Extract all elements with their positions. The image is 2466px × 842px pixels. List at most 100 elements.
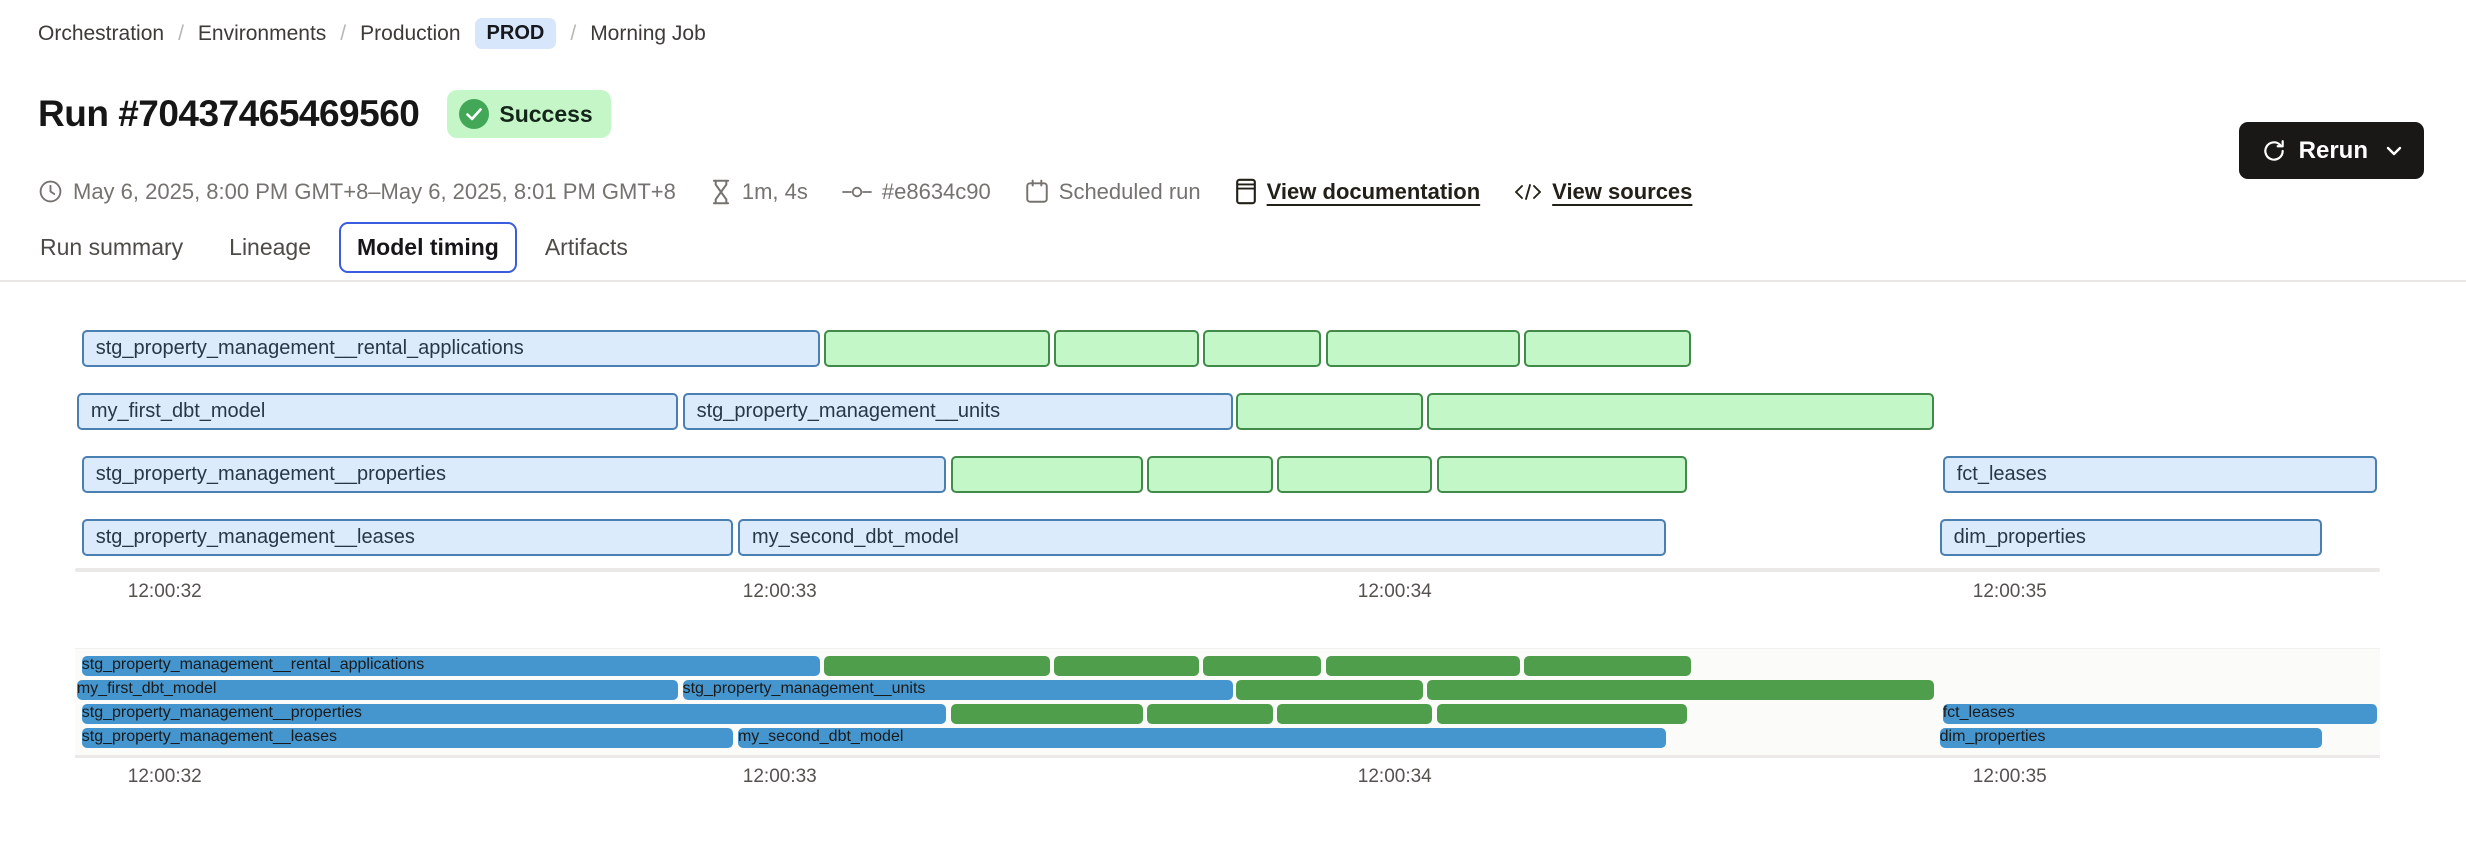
gantt-bar-label: dim_properties [1939, 728, 2046, 745]
breadcrumb-environments[interactable]: Environments [197, 21, 327, 45]
gantt-bar-test[interactable] [1523, 330, 1691, 367]
gantt-bar-label: dim_properties [1953, 526, 2086, 548]
axis-tick-label: 12:00:34 [1357, 766, 1432, 787]
breadcrumb-separator: / [178, 21, 184, 45]
axis-tick-label: 12:00:33 [742, 766, 817, 787]
minimap-bar-test[interactable] [1523, 656, 1691, 676]
minimap-bar-model[interactable]: stg_property_management__units [682, 680, 1234, 700]
run-trigger: Scheduled run [1025, 179, 1201, 205]
run-time-range-text: May 6, 2025, 8:00 PM GMT+8–May 6, 2025, … [73, 178, 676, 204]
minimap-rows: stg_property_management__rental_applicat… [75, 656, 2380, 748]
axis-tick-label: 12:00:35 [1972, 581, 2047, 602]
gantt-axis-line [75, 568, 2380, 572]
run-commit-text: #e8634c90 [881, 178, 991, 204]
view-documentation-link[interactable]: View documentation [1266, 178, 1481, 204]
axis-tick-label: 12:00:33 [742, 581, 817, 602]
breadcrumb-production[interactable]: Production [360, 21, 461, 45]
minimap-bar-test[interactable] [824, 656, 1050, 676]
gantt-bar-model[interactable]: stg_property_management__units [682, 393, 1234, 430]
minimap-bar-test[interactable] [1202, 656, 1321, 676]
run-meta-row: May 6, 2025, 8:00 PM GMT+8–May 6, 2025, … [38, 178, 1692, 205]
gantt-bar-label: stg_property_management__properties [81, 704, 362, 721]
success-check-icon [459, 99, 490, 129]
gantt-bar-model[interactable]: stg_property_management__rental_applicat… [81, 330, 820, 367]
minimap-bar-test[interactable] [1426, 680, 1934, 700]
minimap-bar-model[interactable]: stg_property_management__leases [81, 728, 734, 748]
title-row: Run #70437465469560 Success [38, 90, 611, 138]
gantt-bar-label: stg_property_management__units [682, 680, 926, 697]
clock-icon [38, 179, 63, 204]
axis-tick-label: 12:00:32 [127, 766, 202, 787]
chevron-down-icon[interactable] [2386, 146, 2402, 156]
minimap-bar-model[interactable]: my_first_dbt_model [76, 680, 678, 700]
gantt-bar-test[interactable] [950, 456, 1143, 493]
minimap-bar-model[interactable]: fct_leases [1942, 704, 2377, 724]
gantt-bar-test[interactable] [1325, 330, 1520, 367]
gantt-bar-model[interactable]: stg_property_management__properties [81, 456, 946, 493]
view-sources-link[interactable]: View sources [1552, 178, 1693, 204]
status-badge: Success [447, 90, 611, 138]
code-icon [1514, 182, 1542, 202]
breadcrumb-morning-job[interactable]: Morning Job [590, 21, 706, 45]
minimap-bar-model[interactable]: my_second_dbt_model [737, 728, 1666, 748]
gantt-bar-label: stg_property_management__rental_applicat… [95, 337, 524, 359]
gantt-bar-label: my_second_dbt_model [737, 728, 904, 745]
run-commit: #e8634c90 [841, 178, 991, 205]
gantt-bar-label: fct_leases [1942, 704, 2015, 721]
minimap-bar-model[interactable]: stg_property_management__rental_applicat… [81, 656, 820, 676]
gantt-minimap-brush[interactable]: stg_property_management__rental_applicat… [75, 648, 2380, 758]
tab-artifacts[interactable]: Artifacts [544, 234, 628, 260]
minimap-bar-test[interactable] [1054, 656, 1199, 676]
model-timing-gantt: stg_property_management__rental_applicat… [75, 330, 2380, 556]
minimap-bar-test[interactable] [1436, 704, 1687, 724]
gantt-bar-test[interactable] [1276, 456, 1432, 493]
gantt-bar-model[interactable]: my_second_dbt_model [737, 519, 1666, 556]
gantt-bar-model[interactable]: fct_leases [1942, 456, 2377, 493]
tab-lineage[interactable]: Lineage [229, 234, 312, 260]
gantt-bar-label: stg_property_management__rental_applicat… [81, 656, 425, 673]
documentation-icon [1235, 178, 1257, 205]
minimap-bar-model[interactable]: dim_properties [1939, 728, 2322, 748]
gantt-bar-model[interactable]: my_first_dbt_model [76, 393, 678, 430]
axis-tick-label: 12:00:34 [1357, 581, 1432, 602]
rerun-button[interactable]: Rerun [2238, 122, 2424, 179]
run-duration-text: 1m, 4s [741, 178, 808, 204]
breadcrumb-orchestration[interactable]: Orchestration [38, 21, 165, 45]
minimap-time-axis: 12:00:32 12:00:33 12:00:34 12:00:35 [75, 766, 2380, 792]
gantt-bar-label: stg_property_management__units [696, 400, 1001, 422]
gantt-bar-test[interactable] [1436, 456, 1687, 493]
gantt-time-axis: 12:00:32 12:00:33 12:00:34 12:00:35 [75, 581, 2380, 607]
gantt-bar-model[interactable]: dim_properties [1939, 519, 2322, 556]
minimap-bar-test[interactable] [1146, 704, 1274, 724]
axis-tick-label: 12:00:35 [1972, 766, 2047, 787]
environment-badge: PROD [474, 18, 557, 49]
gantt-bar-test[interactable] [1054, 330, 1199, 367]
breadcrumb-separator: / [340, 21, 347, 45]
gantt-bar-model[interactable]: stg_property_management__leases [81, 519, 734, 556]
gantt-bar-test[interactable] [824, 330, 1050, 367]
minimap-bar-model[interactable]: stg_property_management__properties [81, 704, 946, 724]
gantt-bar-test[interactable] [1146, 456, 1274, 493]
axis-tick-label: 12:00:32 [127, 581, 202, 602]
minimap-bar-test[interactable] [1276, 704, 1432, 724]
gantt-bar-test[interactable] [1236, 393, 1424, 430]
rerun-button-label: Rerun [2298, 136, 2368, 164]
view-sources: View sources [1514, 179, 1692, 205]
gantt-bar-label: my_first_dbt_model [90, 400, 266, 422]
calendar-icon [1025, 179, 1049, 205]
run-duration: 1m, 4s [710, 179, 808, 205]
breadcrumb-separator: / [570, 21, 577, 45]
minimap-bar-test[interactable] [1236, 680, 1424, 700]
gantt-bar-test[interactable] [1202, 330, 1321, 367]
minimap-bar-test[interactable] [950, 704, 1143, 724]
tab-run-summary[interactable]: Run summary [40, 234, 184, 260]
tab-model-timing[interactable]: Model timing [339, 222, 517, 273]
commit-icon [841, 183, 872, 201]
tab-bar: Run summary Lineage Model timing Artifac… [22, 222, 646, 273]
gantt-bar-label: my_second_dbt_model [751, 526, 959, 548]
gantt-bar-label: stg_property_management__properties [95, 463, 446, 485]
minimap-bar-test[interactable] [1325, 656, 1520, 676]
run-time-range: May 6, 2025, 8:00 PM GMT+8–May 6, 2025, … [38, 179, 676, 205]
gantt-bar-test[interactable] [1426, 393, 1934, 430]
